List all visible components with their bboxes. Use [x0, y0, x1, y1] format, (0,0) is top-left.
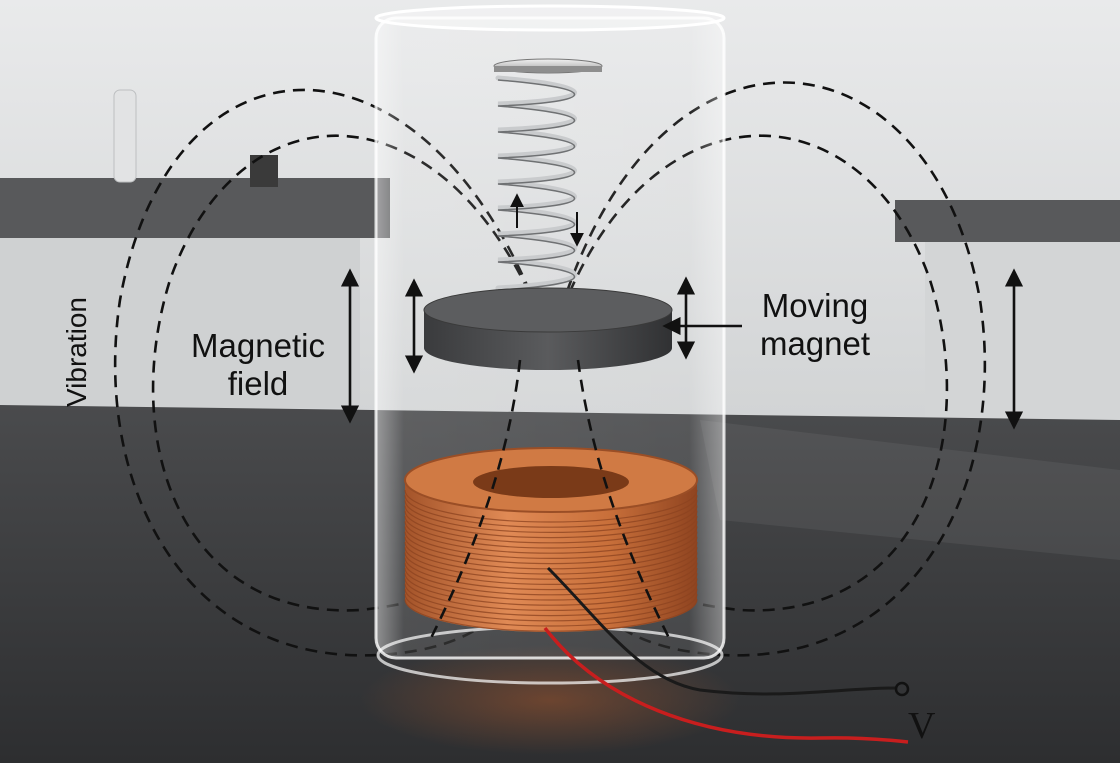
- coil-windings: [404, 489, 698, 632]
- coil-winding: [404, 536, 698, 570]
- copper-reflection: [360, 645, 740, 755]
- magnetic-field-label-line1: Magnetic: [191, 327, 325, 364]
- moving-magnet: [423, 287, 673, 370]
- bottle: [113, 89, 137, 183]
- coil-hole: [473, 466, 629, 498]
- circle-terminal-icon: [894, 681, 910, 697]
- copper-coil: [404, 447, 698, 632]
- vibration-label: Vibration: [61, 297, 92, 408]
- back-bench-left-cabinet: [0, 238, 360, 408]
- coil-winding: [404, 552, 698, 585]
- coil-winding: [404, 515, 698, 549]
- coil-winding: [404, 547, 698, 580]
- coil-winding: [404, 599, 698, 632]
- coil-winding: [404, 557, 698, 591]
- coil-winding: [404, 510, 698, 544]
- coil-winding: [404, 495, 698, 528]
- magnet-top: [423, 287, 673, 333]
- magnetic-field-label-line2: field: [227, 365, 289, 402]
- coil-winding: [404, 505, 698, 539]
- field-line-front-right: [576, 359, 672, 641]
- wire-red: [543, 626, 909, 744]
- voltage-label: V: [908, 705, 936, 747]
- coil-winding: [404, 541, 698, 575]
- wire-black: [546, 566, 897, 696]
- moving-magnet-label-line2: magnet: [759, 325, 871, 362]
- coil-winding: [404, 583, 698, 617]
- small-box: [250, 155, 278, 187]
- back-bench-left: [0, 178, 390, 238]
- glass-top-rim: [374, 4, 726, 32]
- magnetic-field-label: Magnetic field: [168, 327, 348, 403]
- back-bench-right: [895, 200, 1120, 242]
- coil-winding: [404, 567, 698, 601]
- coil-winding: [404, 562, 698, 596]
- field-lines-front: [428, 359, 672, 641]
- coil-winding: [404, 500, 698, 533]
- spring-coil: [495, 75, 577, 291]
- table-reflection: [700, 420, 1120, 560]
- coil-winding: [404, 578, 698, 611]
- coil-winding: [404, 593, 698, 627]
- coil-winding: [404, 521, 698, 554]
- coil-winding: [404, 588, 698, 622]
- coil-winding: [404, 531, 698, 565]
- coil-winding: [404, 489, 698, 523]
- spring: [493, 58, 603, 291]
- moving-magnet-label-line1: Moving: [761, 287, 869, 324]
- arrows: [340, 193, 1024, 430]
- coil-winding: [404, 526, 698, 559]
- moving-magnet-label: Moving magnet: [735, 287, 895, 363]
- spring-coil-shade: [497, 79, 575, 291]
- spring-cap-edge: [494, 66, 602, 72]
- coil-winding: [404, 573, 698, 606]
